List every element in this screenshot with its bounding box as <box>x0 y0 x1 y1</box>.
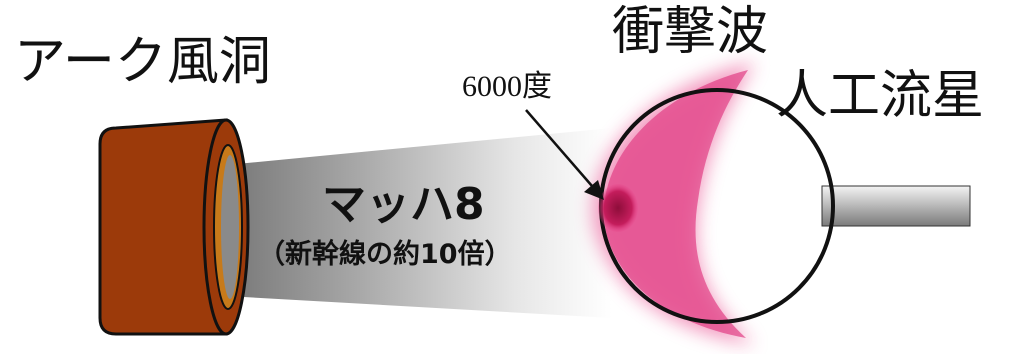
hot-spot <box>598 184 638 232</box>
mach-label: マッハ8 <box>322 179 485 230</box>
plasma-flow <box>226 128 612 318</box>
temperature-arrow <box>525 109 604 200</box>
arc-tunnel-icon <box>98 118 250 336</box>
speed-comparison-label: （新幹線の約10倍） <box>258 239 512 270</box>
temperature-label: 6000度 <box>462 70 552 103</box>
support-rod <box>821 185 971 227</box>
shock-wave-label: 衝撃波 <box>612 2 769 62</box>
shock-wave-shape <box>592 62 755 345</box>
arc-tunnel-label: アーク風洞 <box>14 32 271 92</box>
artificial-meteor-label: 人工流星 <box>776 66 985 126</box>
